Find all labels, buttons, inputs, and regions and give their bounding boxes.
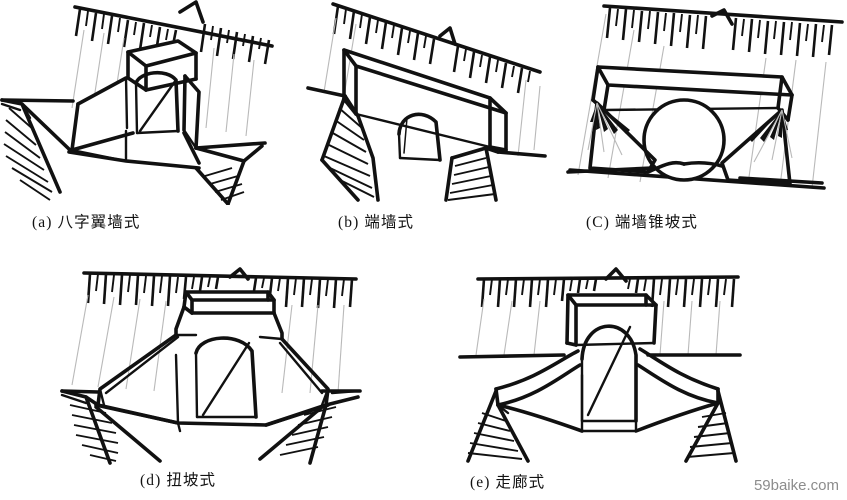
portal-arch-b [397,112,442,162]
ground-line-e [458,353,742,359]
panel-c-caption: (C) 端墙锥坡式 [586,214,698,231]
panel-e-drawing [458,267,742,463]
cone-slope-c-left [587,101,686,174]
panel-c-drawing [566,4,844,190]
panel-e-caption: (e) 走廊式 [470,474,546,491]
panel-a-caption: (a) 八字翼墙式 [32,214,141,231]
panel-e-corridor [440,255,742,465]
ditch-bank-a-left [0,98,72,201]
apron-d [94,403,330,433]
panel-c-headwall-cone-slope [560,0,847,205]
ground-line-b [306,86,547,158]
slope-hatch-e [480,278,736,308]
wing-wall-b-right [444,146,500,202]
cone-slope-c-left-rays [587,102,630,156]
headwall-block-e [565,293,658,347]
site-watermark: 59baike.com [753,477,839,494]
panel-a-drawing [0,0,274,205]
slope-hatch-c [605,7,834,58]
panel-b-caption: (b) 端墙式 [338,214,415,231]
wing-wall-a-left [70,76,135,163]
embankment-crest-b [331,2,542,74]
ditch-bank-a-right [194,144,264,205]
wing-wall-b-left [320,94,380,202]
cone-slope-c-right [682,108,793,186]
slope-hatch-a-right [199,23,271,65]
corridor-wall-e-right [634,347,720,433]
panel-b-headwall [300,0,562,205]
cone-slope-c-right-rays [748,109,793,163]
panel-d-warped-face [60,255,362,465]
ditch-bank-e-left [466,389,530,463]
headwall-block-d [182,290,276,315]
portal-arch-e [580,324,638,423]
panel-d-caption: (d) 扭坡式 [140,472,217,489]
portal-arch-a [134,70,180,135]
pipe-culvert-c [642,98,726,182]
embankment-crest-a [73,0,274,48]
portal-arch-d [194,336,258,419]
embankment-crest-e [476,267,740,283]
slope-streaks-e [475,298,721,356]
corridor-wall-e-left [494,349,584,433]
ditch-bank-e-right [684,389,738,463]
slope-hatch-d [86,273,354,309]
slope-streaks-d [71,294,345,394]
ditch-bank-d-right [258,389,360,465]
ground-line-a [0,98,267,150]
headwall-block-b [342,48,508,152]
panel-b-drawing [306,2,547,202]
ditch-bank-d-left [60,389,162,465]
panel-d-drawing [60,267,362,465]
embankment-crest-d [82,267,358,281]
portal-face-d [174,305,284,341]
wing-wall-a-right [182,74,246,165]
panel-a-splayed-wing-wall [0,0,300,205]
apron-a [67,129,201,170]
embankment-crest-c [602,4,844,26]
